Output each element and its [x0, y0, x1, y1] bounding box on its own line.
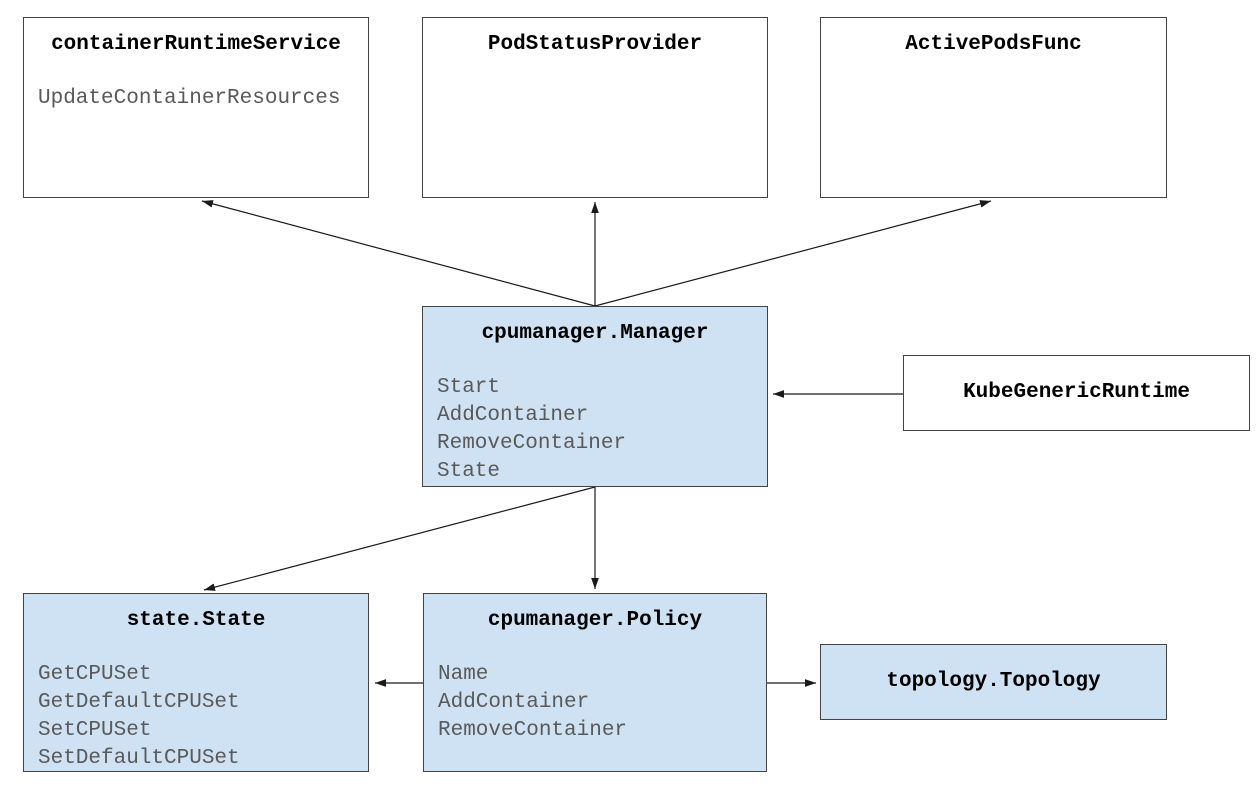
edge-manager-to-state	[203, 486, 596, 591]
method-get-default-cpuset: GetDefaultCPUSet	[38, 691, 240, 714]
node-title: ActivePodsFunc	[905, 33, 1082, 56]
node-pod-status-provider: PodStatusProvider	[422, 17, 768, 198]
method-update-container-resources: UpdateContainerResources	[38, 87, 341, 110]
method-set-cpuset: SetCPUSet	[38, 719, 152, 742]
node-methods: GetCPUSet GetDefaultCPUSet SetCPUSet Set…	[24, 661, 368, 773]
method-start: Start	[437, 376, 501, 399]
method-state: State	[437, 460, 501, 483]
node-methods: Start AddContainer RemoveContainer State	[423, 374, 767, 486]
node-cpumanager-policy: cpumanager.Policy Name AddContainer Remo…	[423, 593, 767, 772]
node-title: cpumanager.Manager	[481, 322, 709, 345]
node-title: containerRuntimeService	[51, 33, 341, 56]
edge-manager-to-active-pods-func	[594, 200, 992, 307]
node-title: PodStatusProvider	[487, 33, 703, 56]
method-name: Name	[438, 663, 489, 686]
node-active-pods-func: ActivePodsFunc	[820, 17, 1167, 198]
node-container-runtime-service: containerRuntimeService UpdateContainerR…	[23, 17, 369, 198]
node-title: cpumanager.Policy	[487, 609, 703, 632]
method-set-default-cpuset: SetDefaultCPUSet	[38, 747, 240, 770]
method-remove-container: RemoveContainer	[437, 432, 627, 455]
node-topology-topology: topology.Topology	[820, 644, 1167, 720]
node-methods: Name AddContainer RemoveContainer	[424, 661, 766, 745]
edge-manager-to-container-runtime-service	[201, 200, 596, 307]
method-remove-container: RemoveContainer	[438, 719, 628, 742]
method-add-container: AddContainer	[437, 404, 589, 427]
node-kube-generic-runtime: KubeGenericRuntime	[903, 355, 1250, 431]
node-state-state: state.State GetCPUSet GetDefaultCPUSet S…	[23, 593, 369, 772]
method-get-cpuset: GetCPUSet	[38, 663, 152, 686]
node-cpumanager-manager: cpumanager.Manager Start AddContainer Re…	[422, 306, 768, 487]
node-title: state.State	[126, 609, 266, 632]
node-title: KubeGenericRuntime	[963, 381, 1190, 404]
node-title: topology.Topology	[886, 670, 1101, 693]
node-methods: UpdateContainerResources	[24, 85, 368, 113]
method-add-container: AddContainer	[438, 691, 590, 714]
